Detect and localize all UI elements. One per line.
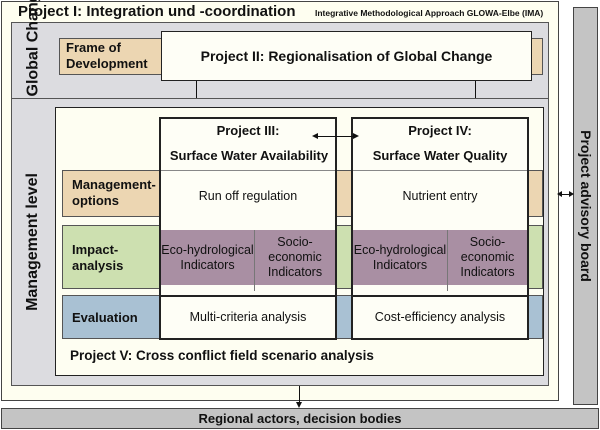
divider xyxy=(353,295,527,297)
global-change-label: Global Change xyxy=(24,0,42,96)
advisory-board-bar: Project advisory board xyxy=(573,7,598,405)
project4-eco-indicators: Eco-hydrological Indicators xyxy=(353,242,447,272)
arrow-to-regional-actors xyxy=(299,386,300,404)
arrow-p2-p3 xyxy=(196,81,197,111)
global-change-label-wrap: Global Change xyxy=(13,0,53,96)
arrowhead-icon xyxy=(312,133,318,139)
arrow-p2-p4 xyxy=(475,81,476,111)
divider xyxy=(161,170,335,171)
project3-title: Project III: xyxy=(216,123,280,138)
divider xyxy=(447,230,448,291)
arrowhead-icon xyxy=(569,191,574,197)
divider xyxy=(254,230,255,291)
project3-evaluation: Multi-criteria analysis xyxy=(189,309,307,324)
project3-subtitle: Surface Water Availability xyxy=(169,148,329,163)
management-label-wrap: Management level xyxy=(13,100,53,384)
divider xyxy=(161,295,335,297)
project3-socio-indicators: Socio-economic Indicators xyxy=(267,235,323,279)
project3-management: Run off regulation xyxy=(198,188,298,203)
project4-socio-indicators: Socio-economic Indicators xyxy=(460,235,515,279)
double-arrow-p3-p4 xyxy=(316,136,356,137)
management-options-label: Management-options xyxy=(72,177,156,208)
project4-evaluation: Cost-efficiency analysis xyxy=(374,309,506,324)
management-level-label: Management level xyxy=(24,173,42,311)
impact-analysis-label: Impact-analysis xyxy=(72,242,124,273)
project1-title: Project I: Integration und -coordination xyxy=(18,3,296,20)
project3-indicators xyxy=(161,230,335,285)
arrowhead-icon xyxy=(353,133,359,139)
regional-actors-bar: Regional actors, decision bodies xyxy=(1,408,599,429)
project3-eco-indicators: Eco-hydrological Indicators xyxy=(161,242,254,272)
double-arrow-advisory xyxy=(560,194,571,195)
project4-box: Project IV: Surface Water Quality Nutrie… xyxy=(351,117,529,340)
project3-box: Project III: Surface Water Availability … xyxy=(159,117,337,340)
frame-of-development-label: Frame of Development xyxy=(66,40,148,71)
project4-title: Project IV: xyxy=(408,123,472,138)
project4-management: Nutrient entry xyxy=(402,188,478,203)
project4-indicators xyxy=(353,230,527,285)
advisory-board-label: Project advisory board xyxy=(577,130,594,282)
diagram-subtitle: Integrative Methodological Approach GLOW… xyxy=(315,8,544,18)
divider xyxy=(353,170,527,171)
project5-label: Project V: Cross conflict field scenario… xyxy=(70,348,374,363)
arrowhead-icon xyxy=(296,402,302,408)
evaluation-label: Evaluation xyxy=(72,310,138,325)
project2-box: Project II: Regionalisation of Global Ch… xyxy=(161,31,532,81)
project4-subtitle: Surface Water Quality xyxy=(372,148,508,163)
arrowhead-icon xyxy=(557,191,562,197)
